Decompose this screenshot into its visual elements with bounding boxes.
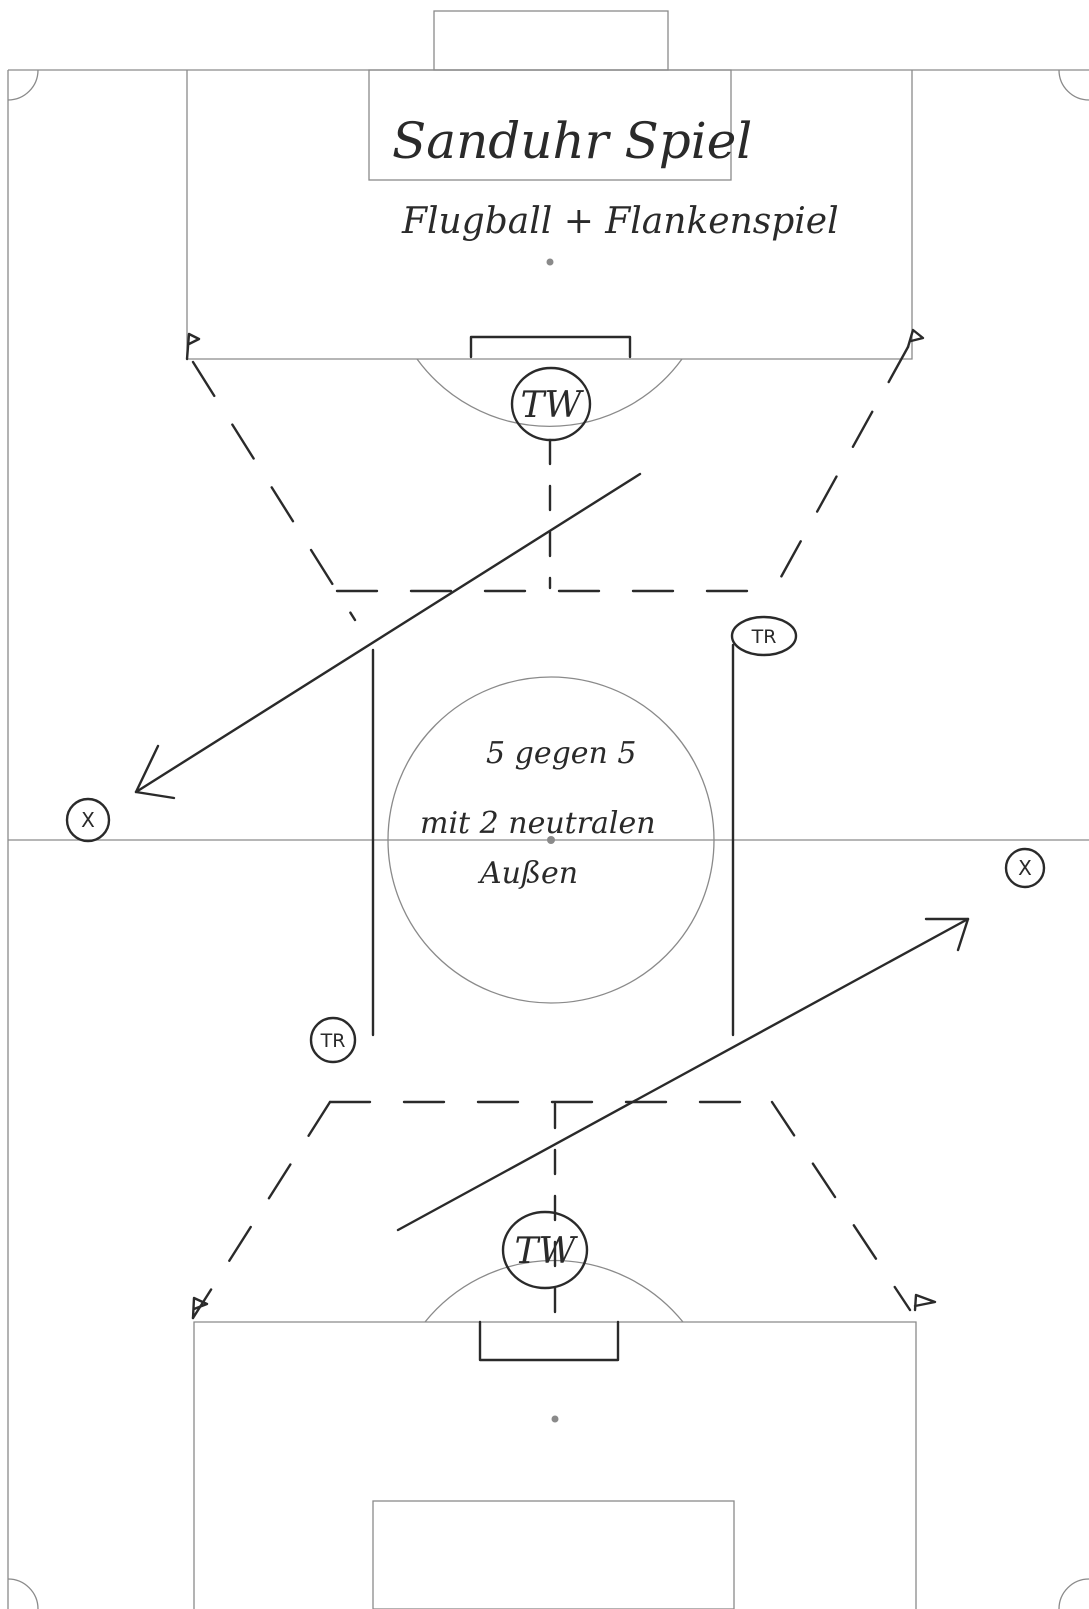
pass-arrows bbox=[134, 472, 970, 1232]
drill-title: Sanduhr Spiel bbox=[392, 112, 752, 170]
corner-flags bbox=[185, 328, 937, 1320]
tokens: TW TW TR TR X X bbox=[65, 366, 1046, 1290]
penalty-arc-top bbox=[416, 358, 683, 427]
center-note-line-3: Außen bbox=[477, 856, 578, 891]
annotations: Sanduhr Spiel Flugball + Flankenspiel 5 … bbox=[392, 112, 839, 891]
marker-right-label: X bbox=[1018, 856, 1032, 880]
center-note-line-1: 5 gegen 5 bbox=[486, 736, 636, 771]
center-circle bbox=[387, 676, 715, 1004]
long-ball-arrowhead-top bbox=[134, 744, 176, 800]
hourglass-bottom-right-diagonal bbox=[770, 1100, 912, 1312]
corner-arc-bottom-right bbox=[1058, 1578, 1089, 1609]
trainer-right-circle bbox=[730, 615, 798, 657]
goalkeeper-bottom-label: TW bbox=[514, 1231, 578, 1272]
mini-goals bbox=[469, 335, 632, 1362]
hourglass-bottom-left-diagonal bbox=[191, 1100, 332, 1320]
hourglass-top-left-diagonal bbox=[191, 360, 357, 622]
goalkeeper-top-circle bbox=[510, 366, 592, 442]
flag-bottom-left bbox=[191, 1296, 209, 1320]
goalkeeper-top-label: TW bbox=[520, 385, 584, 426]
marker-left-circle bbox=[65, 797, 111, 843]
drill-subtitle: Flugball + Flankenspiel bbox=[401, 201, 839, 242]
goal-top bbox=[433, 10, 669, 71]
trainer-left-label: TR bbox=[320, 1030, 346, 1052]
corner-arc-bottom-left bbox=[7, 1578, 39, 1609]
goalkeeper-bottom-circle bbox=[501, 1210, 589, 1290]
flag-bottom-right bbox=[913, 1293, 937, 1312]
marker-left-label: X bbox=[81, 808, 95, 832]
trainer-left-circle bbox=[309, 1016, 357, 1064]
long-ball-arrowhead-bottom bbox=[924, 917, 970, 952]
long-ball-arrow-bottom bbox=[396, 917, 970, 1232]
marker-right-circle bbox=[1004, 847, 1046, 889]
mini-goal-bottom bbox=[478, 1320, 620, 1362]
mini-goal-top bbox=[469, 335, 632, 359]
flag-top-right bbox=[906, 328, 925, 349]
flag-top-left bbox=[185, 332, 201, 361]
center-note-line-2: mit 2 neutralen bbox=[420, 806, 656, 841]
center-spot bbox=[547, 836, 555, 844]
goal-area-bottom bbox=[372, 1500, 735, 1609]
penalty-area-bottom bbox=[193, 1321, 917, 1609]
long-ball-arrow-top bbox=[134, 472, 642, 794]
penalty-spot-bottom bbox=[551, 1415, 559, 1423]
trainer-right-label: TR bbox=[751, 626, 777, 648]
corner-arc-top-right bbox=[1058, 69, 1089, 101]
pitch-markings bbox=[7, 10, 1089, 1609]
penalty-area-top bbox=[186, 70, 913, 360]
corner-arc-top-left bbox=[7, 69, 39, 101]
goal-area-top bbox=[368, 69, 732, 181]
hourglass-zone bbox=[191, 345, 912, 1320]
penalty-spot-top bbox=[546, 258, 554, 266]
hourglass-top-right-diagonal bbox=[768, 345, 910, 599]
